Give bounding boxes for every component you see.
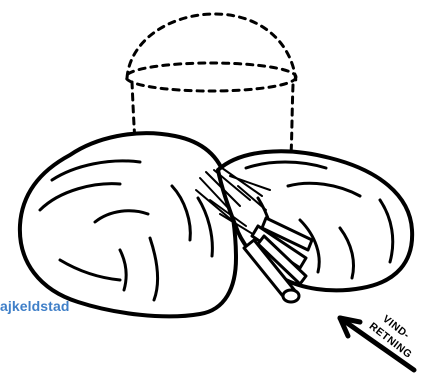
- brush-twigs: [195, 167, 271, 237]
- left-sack-folds: [38, 159, 214, 302]
- wind-direction-label: VIND- RETNING: [367, 313, 414, 361]
- left-sack: [17, 131, 238, 319]
- right-sack-folds: [244, 160, 395, 280]
- wind-direction-arrow-icon: [337, 315, 417, 373]
- right-sack: [216, 149, 415, 293]
- poles: [242, 216, 314, 304]
- photo-credit-caption: ajkeldstad: [0, 298, 70, 314]
